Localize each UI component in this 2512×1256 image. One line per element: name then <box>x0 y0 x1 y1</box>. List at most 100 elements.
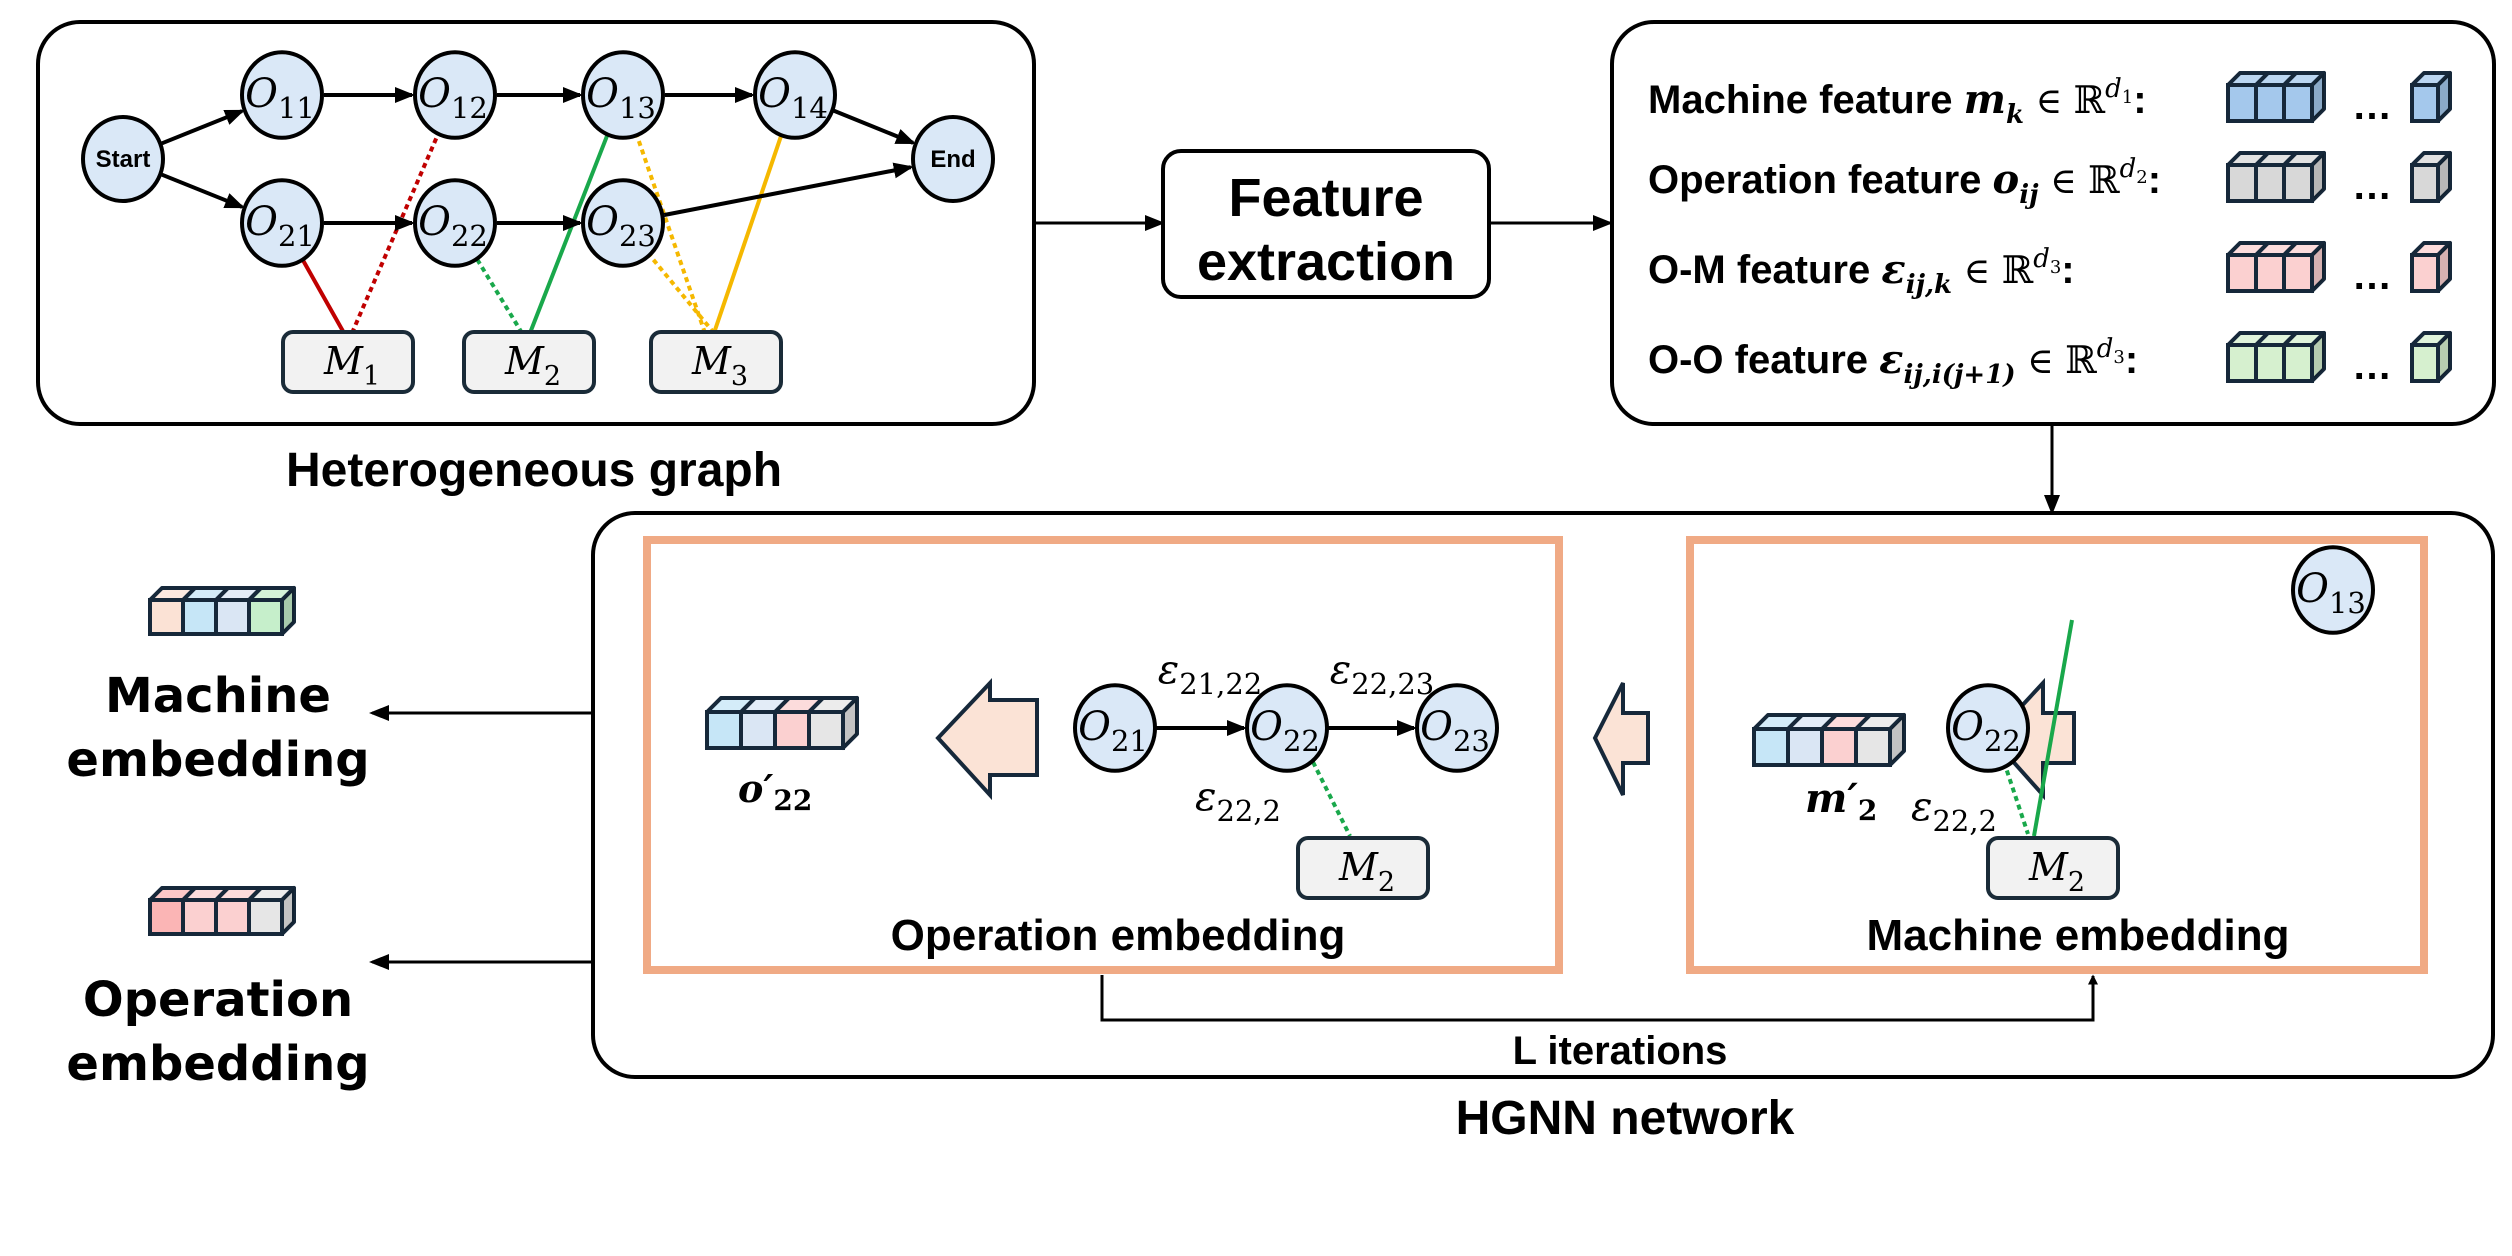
vector-cell <box>148 598 185 636</box>
machine-edge-o13-m3 <box>634 133 707 334</box>
machine-node-box <box>649 330 783 394</box>
operation-node-label: O13 <box>2296 566 2366 620</box>
feature-vector-icon <box>2226 331 2326 383</box>
ellipsis: … <box>2352 254 2392 298</box>
vector-cell <box>2282 163 2314 203</box>
feature-vector-icon <box>2226 151 2326 203</box>
feature-row-label: Operation feature oij ∈ ℝd2: <box>1648 154 2161 210</box>
feature-row-label: O-O feature εij,i(j+1) ∈ ℝd3: <box>1648 334 2138 390</box>
vector-cell <box>2282 253 2314 293</box>
edge-label-e21-22: ε21,22 <box>1158 647 1263 701</box>
start-node-label: Start <box>96 146 151 173</box>
machine-node-label: M3 <box>691 339 748 392</box>
vector-cell <box>2410 343 2440 383</box>
feature-row-label: O-M feature εij,k ∈ ℝd3: <box>1648 244 2075 300</box>
feature-extraction-box: Feature extraction <box>1161 149 1491 299</box>
machine-node-box <box>1296 836 1430 900</box>
operation-node-label: O13 <box>586 71 656 125</box>
outputs: Machine embedding Operation embedding <box>66 586 593 1092</box>
operation-embedding-output-label-line2: embedding <box>66 1036 369 1092</box>
machine-embedding-title: Machine embedding <box>1867 911 2290 960</box>
machine-node-label: M2 <box>1338 845 1395 898</box>
operation-embedding-vector-icon <box>148 886 296 936</box>
machine-node-m2: M2 <box>462 330 596 394</box>
machine-node-m1: M1 <box>281 330 415 394</box>
operation-node-label: O12 <box>418 71 488 125</box>
vector-cell <box>1820 727 1858 767</box>
vector-cell <box>181 598 218 636</box>
vector-cell <box>2226 253 2258 293</box>
operation-node-label: O22 <box>418 199 488 253</box>
feature-row: Machine feature mk ∈ ℝd1:… <box>1648 71 2452 130</box>
operation-node-circle <box>2291 545 2375 635</box>
vector-cell <box>1786 727 1824 767</box>
feature-extraction-label-line2: extraction <box>1197 232 1455 292</box>
machine-embedding-output-label-line1: Machine <box>105 668 331 724</box>
precedence-edge-o14-end <box>833 108 916 145</box>
operation-node-label: O23 <box>1420 704 1490 758</box>
hgnn-frame <box>591 511 2495 1079</box>
edge-label-e22-2: ε22,2 <box>1911 784 1997 838</box>
feature-row: O-O feature εij,i(j+1) ∈ ℝd3: … <box>1648 331 2452 390</box>
machine-edge-o12-m1 <box>350 131 441 334</box>
machine-embedding-symbol: m′2 <box>1805 775 1877 827</box>
vector-cell <box>148 898 185 936</box>
end-node: End <box>911 115 995 203</box>
vector-cell <box>181 898 218 936</box>
operation-node-o13: O13 <box>2291 545 2375 635</box>
precedence-edge-start-o21 <box>161 172 245 209</box>
precedence-edge-o23-end <box>663 162 914 217</box>
om-edge-22-2 <box>1311 761 1352 837</box>
operation-node-label: O23 <box>586 199 656 253</box>
feature-vector-icon <box>2226 71 2326 123</box>
machine-node-m3: M3 <box>649 330 783 394</box>
machine-edge-o14-m3 <box>712 133 784 334</box>
machine-node-label: M2 <box>504 339 561 392</box>
machine-node-box <box>281 330 415 394</box>
machine-edge-o21-m1 <box>300 257 346 334</box>
machine-node-box <box>462 330 596 394</box>
ellipsis: … <box>2352 344 2392 388</box>
operation-node-circle <box>1946 683 2030 773</box>
machine-edge-o22-m2 <box>474 256 524 335</box>
om-edge-13-2 <box>2032 619 2074 837</box>
feature-dimension-icon <box>2410 241 2452 293</box>
heterogeneous-graph-caption: Heterogeneous graph <box>286 444 782 497</box>
operation-node-o13: O13 <box>581 50 665 140</box>
panel-transition-arrow-icon <box>1592 682 1650 796</box>
vector-cell <box>1854 727 1892 767</box>
hgnn-network-caption: HGNN network <box>1456 1092 1795 1145</box>
precedence-edge-start-o11 <box>161 109 245 146</box>
vector-cell <box>2254 163 2286 203</box>
operation-node-o22: O22 <box>1946 683 2030 773</box>
operation-node-o11: O11 <box>240 50 324 140</box>
operation-node-circle <box>581 178 665 268</box>
operation-node-o23: O23 <box>1415 683 1499 773</box>
feature-row: O-M feature εij,k ∈ ℝd3: … <box>1648 241 2452 300</box>
operation-node-o22: O22 <box>1245 683 1329 773</box>
operation-node-circle <box>413 178 497 268</box>
machine-edges <box>300 131 784 335</box>
operation-node-circle <box>753 50 837 140</box>
operation-node-label: O21 <box>1078 704 1148 758</box>
precedence-edges <box>161 87 916 231</box>
operation-node-label: O11 <box>245 71 315 125</box>
om-edge-22-2 <box>2002 761 2030 835</box>
vector-cell <box>2282 83 2314 123</box>
operation-node-circle <box>1073 683 1157 773</box>
feature-extraction-label-line1: Feature <box>1228 168 1423 228</box>
end-node-label: End <box>930 146 975 173</box>
vector-cell <box>2254 343 2286 383</box>
operation-node-circle <box>1415 683 1499 773</box>
feature-row-label: Machine feature mk ∈ ℝd1: <box>1648 74 2147 130</box>
feature-dimension-icon <box>2410 71 2452 123</box>
vector-cell <box>2410 83 2440 123</box>
operation-node-label: O21 <box>245 199 315 253</box>
operation-node-circle <box>581 50 665 140</box>
operation-node-o21: O21 <box>1073 683 1157 773</box>
embedding-vector-icon <box>1752 713 1906 767</box>
